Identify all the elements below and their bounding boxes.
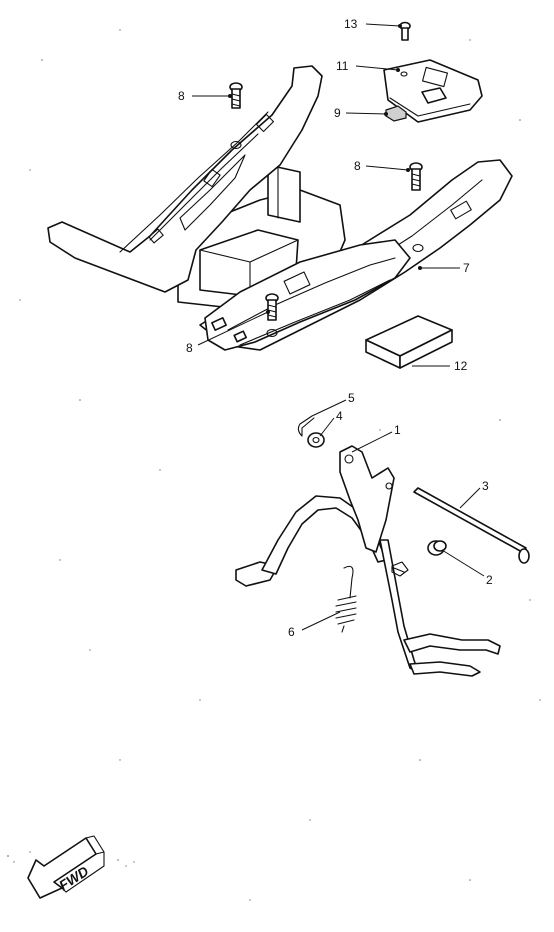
callout-8-upper: 8 <box>178 89 185 103</box>
callout-4: 4 <box>336 409 343 423</box>
scan-marks-near-arrow <box>7 851 135 867</box>
callout-9: 9 <box>334 106 341 120</box>
spring-part-6 <box>335 565 357 633</box>
forward-direction-arrow: FWD <box>27 835 105 899</box>
callout-labels: 13 11 9 8 8 8 7 12 5 4 1 3 2 6 <box>178 17 493 639</box>
callout-6: 6 <box>288 625 295 639</box>
cover-plate-part-11 <box>383 59 483 123</box>
callout-12: 12 <box>454 359 468 373</box>
pivot-shaft-part-3 <box>413 487 530 564</box>
washer-part-4 <box>307 432 325 448</box>
callout-1: 1 <box>394 423 401 437</box>
callout-2: 2 <box>486 573 493 587</box>
scan-specks <box>19 29 541 901</box>
callout-8-middle: 8 <box>354 159 361 173</box>
bolt-part-8-middle <box>409 162 423 191</box>
callout-8-lower: 8 <box>186 341 193 355</box>
callout-3: 3 <box>482 479 489 493</box>
bolt-part-8-upper <box>229 82 243 109</box>
callout-7: 7 <box>463 261 470 275</box>
cotter-pin-part-5 <box>297 415 315 437</box>
callout-11: 11 <box>336 59 349 73</box>
main-stand-part-1 <box>235 445 501 677</box>
screw-part-13 <box>399 21 411 41</box>
pad-block-part-12 <box>365 315 453 369</box>
callout-13: 13 <box>344 17 358 31</box>
spring-hook <box>391 561 409 577</box>
collar-part-2 <box>427 540 447 556</box>
under-cover-part-7 <box>47 65 513 351</box>
callout-5: 5 <box>348 391 355 405</box>
leader-lines <box>192 23 485 631</box>
bolt-part-8-lower <box>265 293 279 321</box>
